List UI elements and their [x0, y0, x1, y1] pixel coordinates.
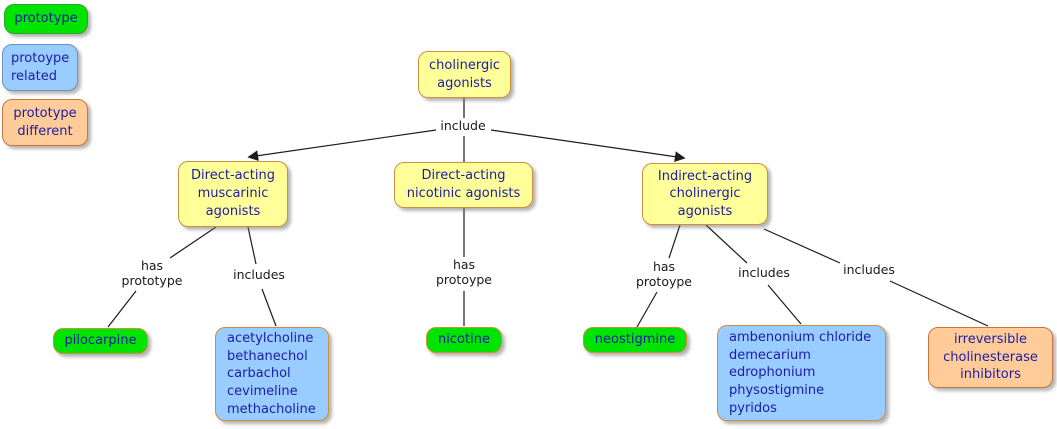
- node-irreversible-cholinesterase-inhibitors[interactable]: irreversible cholinesterase inhibitors: [928, 327, 1053, 388]
- legend-prototype-different[interactable]: prototype different: [2, 99, 88, 147]
- node-nicotine[interactable]: nicotine: [426, 327, 502, 353]
- node-indirect-acting-cholinergic-agonists[interactable]: Indirect-acting cholinergic agonists: [642, 163, 768, 225]
- link-label-includes-right[interactable]: includes: [840, 262, 898, 278]
- node-direct-acting-muscarinic-agonists[interactable]: Direct-acting muscarinic agonists: [178, 161, 288, 227]
- node-muscarinic-drug-list[interactable]: acetylcholine bethanechol carbachol cevi…: [215, 327, 329, 421]
- node-cholinergic-agonists[interactable]: cholinergic agonists: [418, 51, 511, 98]
- node-indirect-drug-list[interactable]: ambenonium chloride demecarium edrophoni…: [717, 325, 886, 421]
- link-label-includes-middle[interactable]: includes: [735, 265, 793, 281]
- link-label-has-protoype-middle[interactable]: has protoype: [432, 257, 496, 288]
- link-label-includes-left[interactable]: includes: [230, 267, 288, 283]
- node-direct-acting-nicotinic-agonists[interactable]: Direct-acting nicotinic agonists: [394, 162, 533, 208]
- legend-prototype-related[interactable]: protoype related: [2, 44, 79, 92]
- link-label-has-protoype-right[interactable]: has protoype: [632, 259, 696, 290]
- legend-prototype[interactable]: prototype: [4, 4, 88, 34]
- link-label-include[interactable]: include: [437, 118, 489, 134]
- node-pilocarpine[interactable]: pilocarpine: [53, 328, 148, 354]
- link-label-has-prototype-left[interactable]: has prototype: [118, 258, 186, 289]
- node-neostigmine[interactable]: neostigmine: [583, 327, 687, 353]
